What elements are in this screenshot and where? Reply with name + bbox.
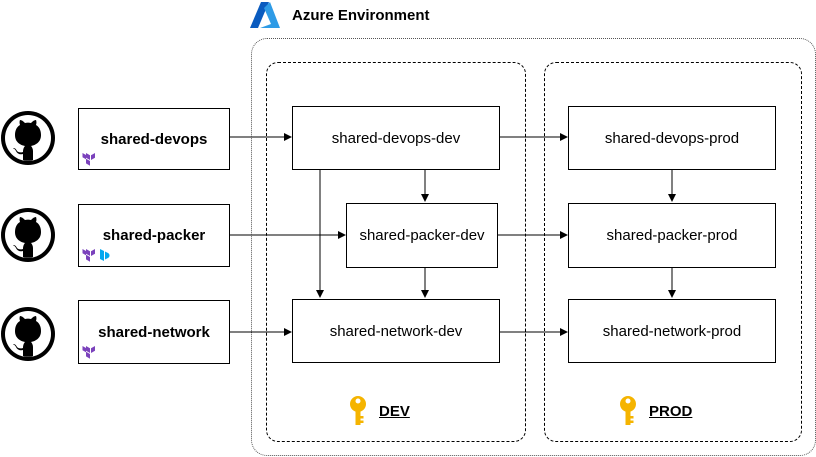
node-shared-devops-prod: shared-devops-prod xyxy=(568,106,776,170)
node-label: shared-network-prod xyxy=(602,322,742,340)
github-icon xyxy=(1,208,55,262)
prod-zone-label: PROD xyxy=(649,403,693,420)
prod-zone xyxy=(544,62,802,442)
azure-logo-icon xyxy=(250,2,280,28)
packer-icon xyxy=(100,249,110,261)
node-label: shared-network-dev xyxy=(329,322,463,340)
repo-box-shared-network: shared-network xyxy=(78,300,230,364)
github-icon xyxy=(1,111,55,165)
repo-label: shared-network xyxy=(98,323,210,341)
node-label: shared-devops-prod xyxy=(604,129,740,147)
dev-zone xyxy=(266,62,526,442)
repo-box-shared-devops: shared-devops xyxy=(78,108,230,170)
node-shared-packer-dev: shared-packer-dev xyxy=(346,203,498,268)
node-label: shared-packer-prod xyxy=(606,227,738,244)
terraform-icon xyxy=(82,249,95,262)
repo-label: shared-devops xyxy=(100,130,208,148)
github-icon xyxy=(1,307,55,361)
node-shared-network-dev: shared-network-dev xyxy=(292,299,500,363)
node-shared-devops-dev: shared-devops-dev xyxy=(292,106,500,170)
node-shared-packer-prod: shared-packer-prod xyxy=(568,203,776,268)
key-icon xyxy=(350,396,366,425)
dev-zone-label: DEV xyxy=(379,403,410,420)
key-icon xyxy=(620,396,636,425)
node-label: shared-devops-dev xyxy=(331,129,461,147)
repo-label: shared-packer xyxy=(102,227,206,244)
node-label: shared-packer-dev xyxy=(359,227,485,244)
terraform-icon xyxy=(82,153,95,166)
repo-box-shared-packer: shared-packer xyxy=(78,204,230,267)
diagram-title: Azure Environment xyxy=(292,7,430,24)
terraform-icon xyxy=(82,346,95,359)
node-shared-network-prod: shared-network-prod xyxy=(568,299,776,363)
